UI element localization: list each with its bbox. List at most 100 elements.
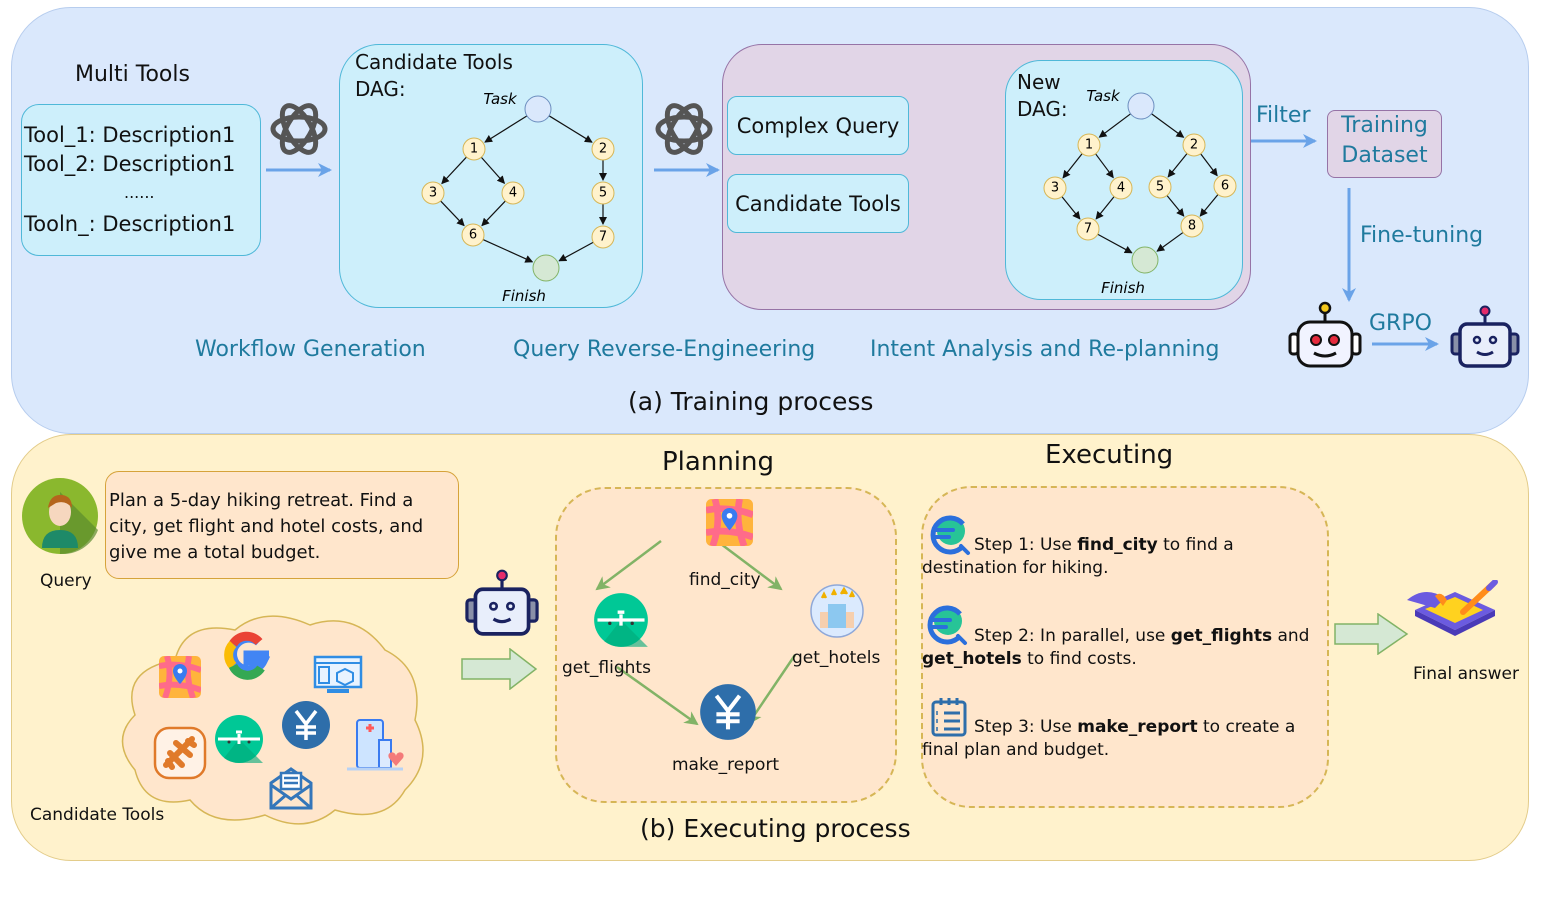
- multi-tools-box: Tool_1: Description1 Tool_2: Description…: [21, 104, 261, 256]
- new-dag-title: New: [1017, 70, 1061, 94]
- make-report-label: make_report: [672, 755, 780, 775]
- dag-edge: [440, 200, 465, 227]
- dag-node: [1180, 214, 1204, 238]
- dag-node: [1043, 176, 1067, 200]
- candidate-tools-label: Candidate Tools: [30, 805, 165, 825]
- tools-to-planning-arrow: [461, 648, 538, 690]
- dag-node-label: 1: [470, 142, 478, 157]
- dag-node: [1148, 175, 1172, 199]
- dag-node: [461, 223, 485, 247]
- step-1: Step 1: Use find_city to find a destinat…: [922, 534, 1318, 580]
- dag-node-label: 1: [1085, 138, 1093, 153]
- get-hotels-node-icon: [810, 584, 864, 638]
- complex-query-box: Complex Query: [727, 96, 909, 155]
- training-dataset-box: Training Dataset: [1327, 110, 1442, 178]
- query-text: Plan a 5-day hiking retreat. Find a city…: [109, 490, 424, 563]
- dag-finish-label: Finish: [502, 287, 546, 305]
- step-text: to find costs.: [1021, 649, 1137, 669]
- step-tool-name: get_hotels: [922, 649, 1022, 669]
- dag-node-label: 2: [599, 142, 607, 157]
- dag-edge: [1199, 194, 1219, 217]
- candidate-tools-box: Candidate Tools: [727, 174, 909, 233]
- dag-edge: [1167, 153, 1188, 178]
- dag-edge: [1095, 196, 1115, 220]
- tool-line-ellipsis: ......: [124, 183, 155, 202]
- step-text: Step 1: Use: [974, 535, 1078, 555]
- dag-edge: [484, 115, 528, 143]
- dataset-line1: Training: [1341, 113, 1428, 138]
- dag-node: [591, 137, 615, 161]
- dag-node: [1076, 217, 1100, 241]
- google-tool-icon: [224, 631, 271, 680]
- dag-node: [501, 181, 525, 205]
- dag-edge: [1062, 153, 1083, 179]
- dag-edge: [1061, 196, 1081, 220]
- get-flights-node-icon: [594, 593, 648, 647]
- grpo-label: GRPO: [1369, 311, 1432, 336]
- finetune-label: Fine-tuning: [1360, 223, 1484, 248]
- executing-title: Executing: [1045, 440, 1174, 470]
- tuned-robot-icon: [1450, 305, 1520, 368]
- step-text: to find a destination for hiking.: [922, 535, 1234, 578]
- step-text: to create a final plan and budget.: [922, 717, 1296, 760]
- make-report-node-icon: [700, 684, 756, 740]
- dag-node: [1182, 133, 1206, 157]
- dag-node: [462, 137, 486, 161]
- dag-task-node: [524, 95, 552, 123]
- dag-node: [591, 225, 615, 249]
- base-robot-icon: [1288, 301, 1362, 368]
- email-tool-icon: [269, 767, 313, 810]
- candidate-dag-box: Candidate Tools DAG:: [339, 44, 643, 308]
- step-text: Step 3: Use: [974, 717, 1078, 737]
- dag-node-label: 2: [1190, 138, 1198, 153]
- dag-edge: [1097, 233, 1133, 254]
- edge-findcity-gethotels: [716, 540, 783, 591]
- dag-node-label: 7: [599, 230, 607, 245]
- dag-edge: [1156, 231, 1184, 252]
- step-tool-name: find_city: [1077, 535, 1158, 555]
- query-label: Query: [40, 571, 92, 591]
- planner-robot-icon: [465, 569, 539, 636]
- dag-node-label: 4: [509, 186, 517, 201]
- dag-node-label: 3: [429, 186, 437, 201]
- dag-node: [1213, 174, 1237, 198]
- multi-tools-title: Multi Tools: [75, 62, 190, 87]
- dag-node-label: 6: [1221, 179, 1229, 194]
- final-answer-label: Final answer: [1413, 664, 1519, 684]
- get-hotels-label: get_hotels: [792, 648, 881, 668]
- candidate-dag-title: Candidate Tools: [355, 50, 513, 74]
- step-text: and: [1272, 626, 1310, 646]
- dag-node-label: 8: [1188, 219, 1196, 234]
- airplane-tool-icon: [153, 726, 207, 780]
- dag-edge: [481, 200, 506, 227]
- dag-finish-node: [1131, 246, 1159, 274]
- dag-edge: [1166, 195, 1185, 217]
- dag-node-label: 3: [1051, 181, 1059, 196]
- dag-edge: [1200, 153, 1218, 177]
- dag-task-label: Task: [1086, 87, 1121, 105]
- step-tool-name: make_report: [1077, 717, 1198, 737]
- step-text: Step 2: In parallel, use: [974, 626, 1171, 646]
- dag-edge: [558, 241, 594, 262]
- dag-edge: [1151, 113, 1185, 138]
- planning-title: Planning: [662, 447, 774, 477]
- openai-logo-icon: [655, 103, 713, 155]
- stage-label-workflow: Workflow Generation: [195, 337, 426, 362]
- dataset-line2: Dataset: [1341, 143, 1428, 168]
- tool-line: Tooln_: Description1: [24, 212, 236, 236]
- new-dag-subtitle: DAG:: [1017, 97, 1068, 121]
- map-tool-icon: [159, 656, 201, 698]
- openai-logo-icon: [270, 103, 328, 155]
- dag-task-label: Task: [483, 90, 518, 108]
- edge-gethotels-makereport: [747, 654, 797, 725]
- search-chat-icon: [930, 515, 970, 555]
- user-avatar-icon: [22, 478, 98, 554]
- dag-edge: [1098, 113, 1131, 138]
- step-3: Step 3: Use make_report to create a fina…: [922, 716, 1318, 762]
- dag-node: [1109, 176, 1133, 200]
- numbered-list-icon: [931, 698, 967, 737]
- dag-edge: [441, 156, 467, 185]
- find-city-node-icon: [706, 499, 753, 546]
- search-chat-icon: [927, 605, 967, 645]
- dag-task-node: [1127, 92, 1155, 120]
